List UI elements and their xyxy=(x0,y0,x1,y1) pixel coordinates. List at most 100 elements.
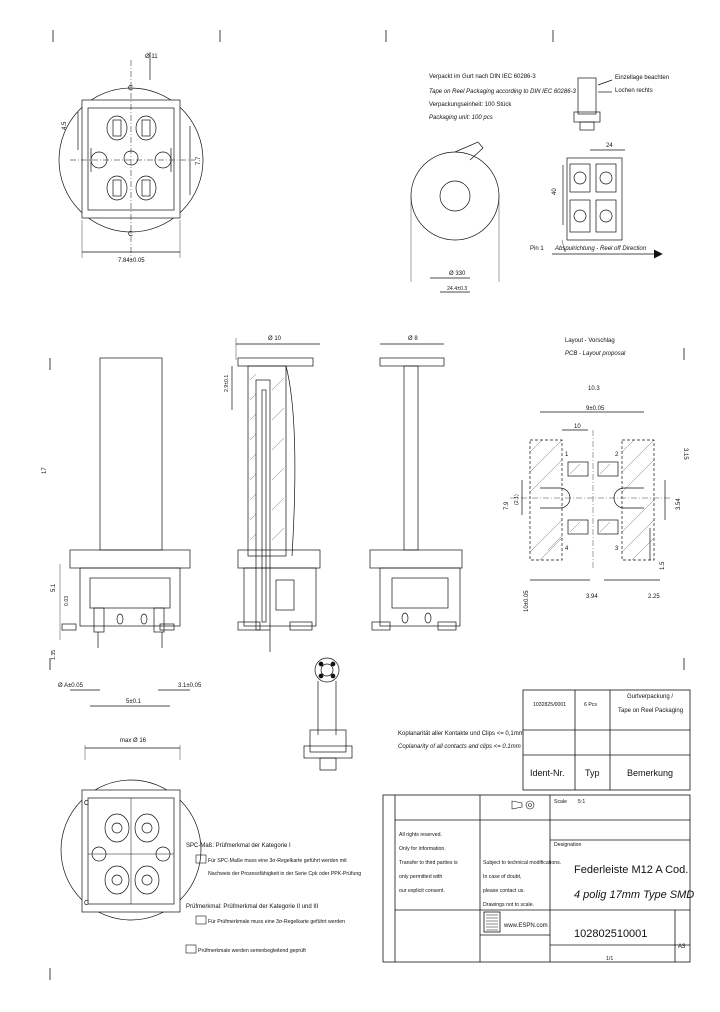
side-dim-c: 1.35 xyxy=(51,650,57,660)
top-letter-c-2: C xyxy=(128,231,133,238)
title-note-mid-2: In case of doubt, xyxy=(483,874,521,880)
layout-pin-1: 1 xyxy=(565,452,569,458)
connector-3d-preview xyxy=(303,657,353,771)
layout-pin-2: 2 xyxy=(615,452,619,458)
title-part-number: 102802510001 xyxy=(574,928,647,940)
title-sheet: 1/1 xyxy=(606,956,613,962)
layout-dim-225: 2.25 xyxy=(648,594,660,600)
reel-drawing xyxy=(410,141,500,293)
tape-height: 40 xyxy=(552,188,558,195)
title-note-mid-4: Drawings not to scale. xyxy=(483,902,534,908)
title-note-left-5: our explicit consent. xyxy=(399,888,445,894)
note-marker-1 xyxy=(195,854,207,864)
layout-dim-315: 3.15 xyxy=(682,448,688,460)
title-block-pattern xyxy=(486,914,498,931)
note-spc-head: SPC-Maß: Prüfmerkmal der Kategorie I xyxy=(186,843,291,849)
title-note-left-3: Transfer to third parties is xyxy=(399,860,458,866)
packaging-line-3: Verpackungseinheit: 100 Stück xyxy=(429,102,512,108)
parts-row1-remark1: Gurtverpackung / xyxy=(627,694,673,700)
top-dim-right: 7.7 xyxy=(196,156,202,165)
layout-dim-21: (2.1) xyxy=(514,494,520,505)
projection-symbol xyxy=(511,800,535,810)
note-p3-line1: Prüfmerkmale werden serienbegleitend gep… xyxy=(198,948,306,954)
layout-pin-4: 4 xyxy=(565,546,569,552)
layout-dim-15: 1.5 xyxy=(660,561,666,570)
side-dim-height: 17 xyxy=(42,467,48,474)
layout-dim-10: 10 xyxy=(574,424,581,430)
top-dim-diameter: Ø 11 xyxy=(145,54,158,60)
title-note-left-1: All rights reserved. xyxy=(399,832,442,838)
layout-dim-top: 10.3 xyxy=(588,386,600,392)
tape-pitch: 24 xyxy=(606,143,613,149)
title-note-left-4: only permitted with xyxy=(399,874,442,880)
title-brand: www.ESPN.com xyxy=(503,923,548,929)
note-p2-line1: Für Prüfmerkmale muss eine 3σ-Regelkarte… xyxy=(208,919,345,925)
packaging-line-2: Tape on Reel Packaging according to DIN … xyxy=(429,89,577,95)
right-dim-b: Ø 8 xyxy=(408,336,418,342)
packaging-line-1: Verpackt im Gurt nach DIN IEC 60286-3 xyxy=(429,74,536,80)
layout-title-de: Layout - Vorschlag xyxy=(565,338,615,344)
note-marker-2 xyxy=(195,915,207,925)
parts-row1-qty: 6 Pcs xyxy=(584,702,597,708)
layout-dim-9: 9±0.05 xyxy=(586,406,605,412)
layout-dim-354: 3.54 xyxy=(676,498,682,510)
note-spc-line1: Für SPC-Maße muss eine 3σ-Regelkarte gef… xyxy=(208,858,347,864)
title-name-2: 4 polig 17mm Type SMD xyxy=(574,889,694,901)
coplanarity-de: Koplanarität aller Kontakte und Clips <=… xyxy=(398,731,524,737)
pcb-layout-hatching xyxy=(529,439,655,561)
side-dim-g: 5.1 xyxy=(51,583,57,592)
side-dim-d: Ø A±0.05 xyxy=(58,683,84,689)
bottom-view-drawing xyxy=(60,745,202,921)
layout-dim-10b: 10±0.05 xyxy=(524,590,530,612)
side-dim-e: 3.1±0.05 xyxy=(178,683,202,689)
tape-direction: Abspulrichtung - Reel off Direction xyxy=(554,246,647,252)
side-dim-h: 0.03 xyxy=(64,596,70,606)
layout-dim-79: 7.9 xyxy=(504,501,510,510)
section-dim-a: Ø 10 xyxy=(268,336,282,342)
parts-row1-remark2: Tape on Reel Packaging xyxy=(618,708,683,714)
layout-dim-394: 3.94 xyxy=(586,594,598,600)
title-size: A3 xyxy=(678,944,686,950)
top-letter-c-1: C xyxy=(128,85,133,92)
section-dim-i: 2.9±0.1 xyxy=(224,375,230,392)
note-p2-head: Prüfmerkmal: Prüfmerkmal der Kategorie I… xyxy=(186,904,319,910)
packaging-line-4: Packaging unit: 100 pcs xyxy=(429,115,493,121)
tape-pin-label: Pin 1 xyxy=(530,246,544,252)
top-dim-bottom: 7.84±0.05 xyxy=(118,258,145,264)
top-view-drawing xyxy=(58,52,204,260)
title-note-mid-1: Subject to technical modifications. xyxy=(483,860,561,866)
title-scale: 5:1 xyxy=(578,799,585,805)
title-note-left-2: Only for information. xyxy=(399,846,446,852)
top-dim-left: 4.5 xyxy=(62,121,68,130)
note-spc-line2: Nachweis der Prozessfähigkeit in der Ser… xyxy=(208,871,361,877)
title-block xyxy=(382,794,691,963)
title-designation-label: Designation xyxy=(554,842,582,848)
reel-dim-diameter: Ø 330 xyxy=(449,271,466,277)
reel-dim-width: 24.4±0.3 xyxy=(447,286,467,292)
layout-pin-3: 3 xyxy=(615,546,619,552)
parts-head-remark: Bemerkung xyxy=(627,768,673,778)
insertion-line-2: Lochen rechts xyxy=(615,88,653,94)
note-marker-3 xyxy=(185,944,197,954)
insertion-drawing xyxy=(552,77,663,259)
section-view xyxy=(231,338,321,652)
parts-head-ident: Ident-Nr. xyxy=(530,768,565,778)
bottom-letter-c-2: C xyxy=(84,900,89,907)
layout-title-en: PCB - Layout proposal xyxy=(565,351,626,357)
side-view-left xyxy=(59,357,191,707)
title-scale-label: Scale xyxy=(554,799,567,805)
title-name-1: Federleiste M12 A Cod. xyxy=(574,864,688,876)
section-hatching xyxy=(249,373,285,541)
bottom-letter-c-1: C xyxy=(84,800,89,807)
coplanarity-en: Coplanarity of all contacts and clips <=… xyxy=(398,744,521,750)
title-note-mid-3: please contact us. xyxy=(483,888,525,894)
bottom-dim: max Ø 16 xyxy=(120,738,147,744)
parts-head-typ: Typ xyxy=(585,768,600,778)
frame-ticks xyxy=(49,30,685,980)
side-dim-f: 5±0.1 xyxy=(126,699,142,705)
insertion-line-1: Einzellage beachten xyxy=(615,75,669,81)
parts-table xyxy=(522,689,691,791)
parts-row1-ident: 1032825/0001 xyxy=(533,702,566,708)
side-view-right xyxy=(369,343,463,631)
